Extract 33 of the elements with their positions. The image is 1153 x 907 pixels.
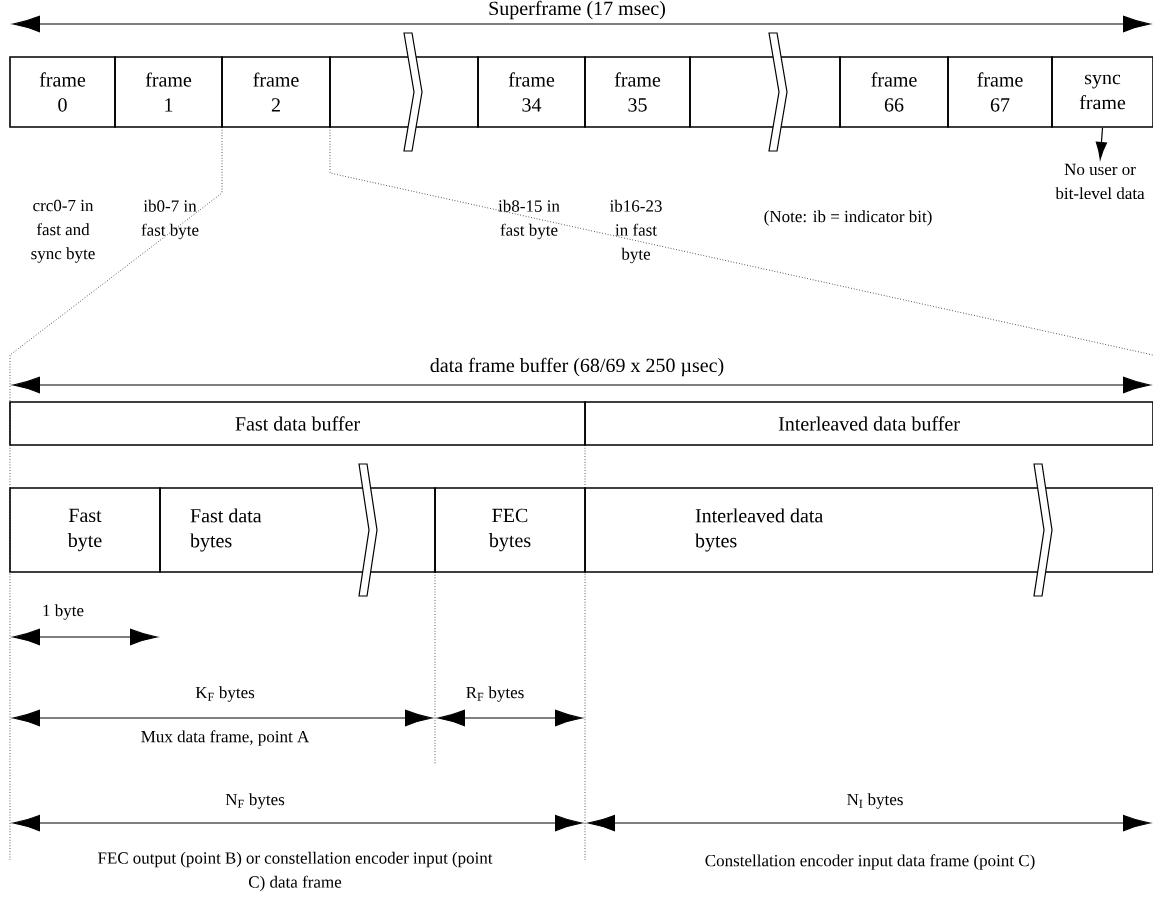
frame-caption: ib16-23 in fast byte: [609, 199, 662, 264]
buffer-box: Interleaved data buffer: [584, 401, 1153, 446]
byte-cell: Fast data bytes: [159, 463, 436, 597]
dimension-label: 1 byte: [43, 604, 84, 620]
frame-cell: frame 34: [477, 56, 586, 128]
dimension-label: data frame buffer (68/69 x 250 µsec): [430, 357, 724, 377]
frame-cell: sync frame: [1051, 56, 1153, 128]
frame-cell: frame 67: [947, 56, 1053, 128]
frame-cell: frame 66: [839, 56, 949, 128]
byte-cell: Interleaved data bytes: [584, 463, 1153, 597]
frame-cell: frame 35: [584, 56, 691, 128]
arrow: [1095, 127, 1108, 160]
buffer-box: Fast data buffer: [9, 401, 586, 446]
dimension-label: N$_{I}$ bytes: [847, 793, 903, 809]
byte-cell: Fast byte: [9, 487, 161, 573]
note-text: No user or bit-level data: [1055, 163, 1145, 200]
note-text: (Note: ib = indicator bit): [764, 210, 932, 226]
dimension-label: R$_{F}$ bytes: [466, 686, 524, 702]
frame-cell: frame 0: [9, 56, 116, 128]
frame-caption: ib0-7 in fast byte: [141, 199, 199, 240]
dimension-label: N$_{F}$ bytes: [225, 793, 285, 809]
byte-cell: FEC bytes: [434, 487, 586, 573]
frame-caption: crc0-7 in fast and sync byte: [31, 199, 95, 263]
note-text: Constellation encoder input data frame (point C): [705, 854, 1035, 870]
frame-cell: [689, 32, 841, 152]
note-text: Mux data frame, point A: [141, 730, 310, 746]
frame-cell: frame 1: [114, 56, 223, 128]
frame-cell: frame 2: [221, 56, 331, 128]
frame-caption: ib8-15 in fast byte: [498, 199, 560, 240]
frame-cell: [329, 32, 479, 152]
note-text: FEC output (point B) or constellation encoder input (point C) data frame: [98, 851, 493, 892]
dimension-label: Superframe (17 msec): [489, 0, 665, 20]
dimension-label: K$_{F}$ bytes: [195, 686, 255, 702]
